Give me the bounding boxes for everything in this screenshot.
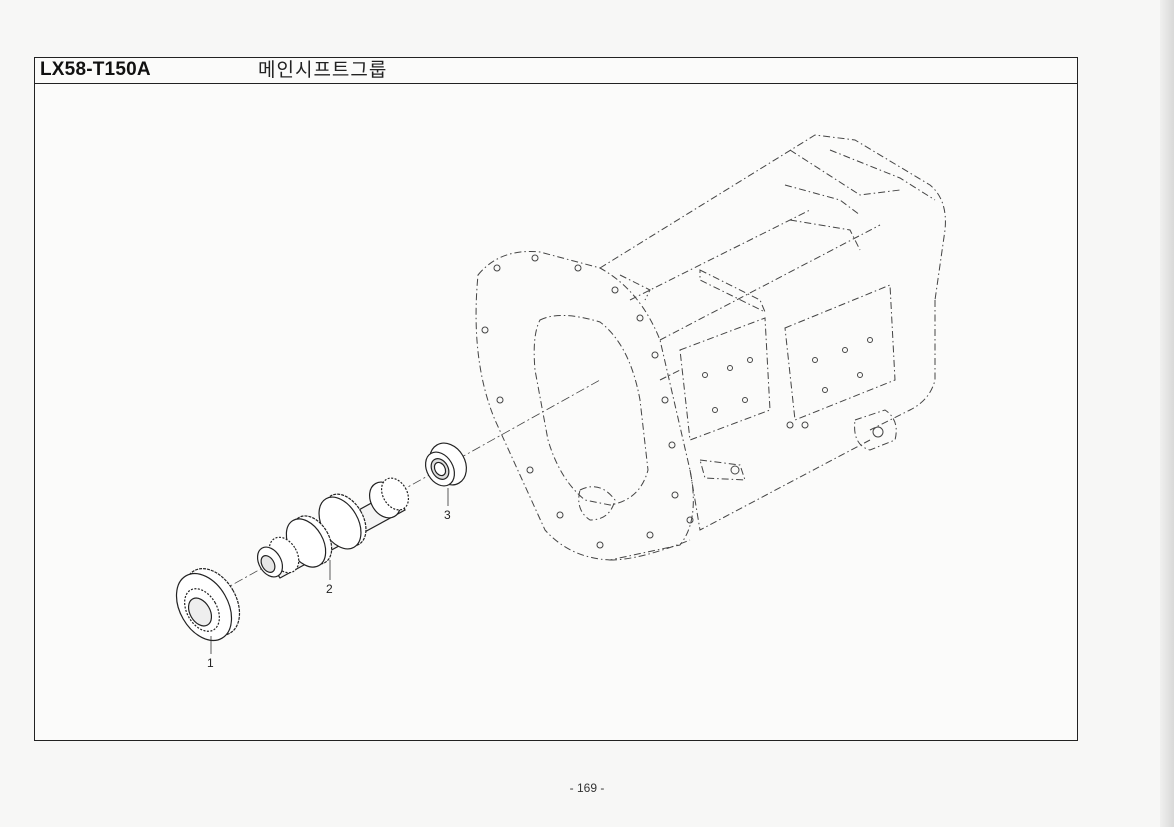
- callout-3: 3: [444, 508, 451, 522]
- part-1-gear: [175, 567, 241, 642]
- callout-leaders: [210, 488, 449, 654]
- model-code: LX58-T150A: [40, 59, 151, 80]
- page-edge-shadow: [1160, 0, 1174, 827]
- header-bar: [34, 57, 1078, 84]
- callout-1: 1: [207, 656, 214, 670]
- flange-bolt-holes: [481, 254, 884, 549]
- transmission-housing: [475, 134, 946, 561]
- group-title: 메인시프트그룹: [258, 59, 388, 81]
- page-number: - 169 -: [569, 781, 605, 795]
- part-3-bearing: [424, 442, 467, 487]
- callout-2: 2: [326, 582, 333, 596]
- part-2-main-shaft: [256, 477, 410, 579]
